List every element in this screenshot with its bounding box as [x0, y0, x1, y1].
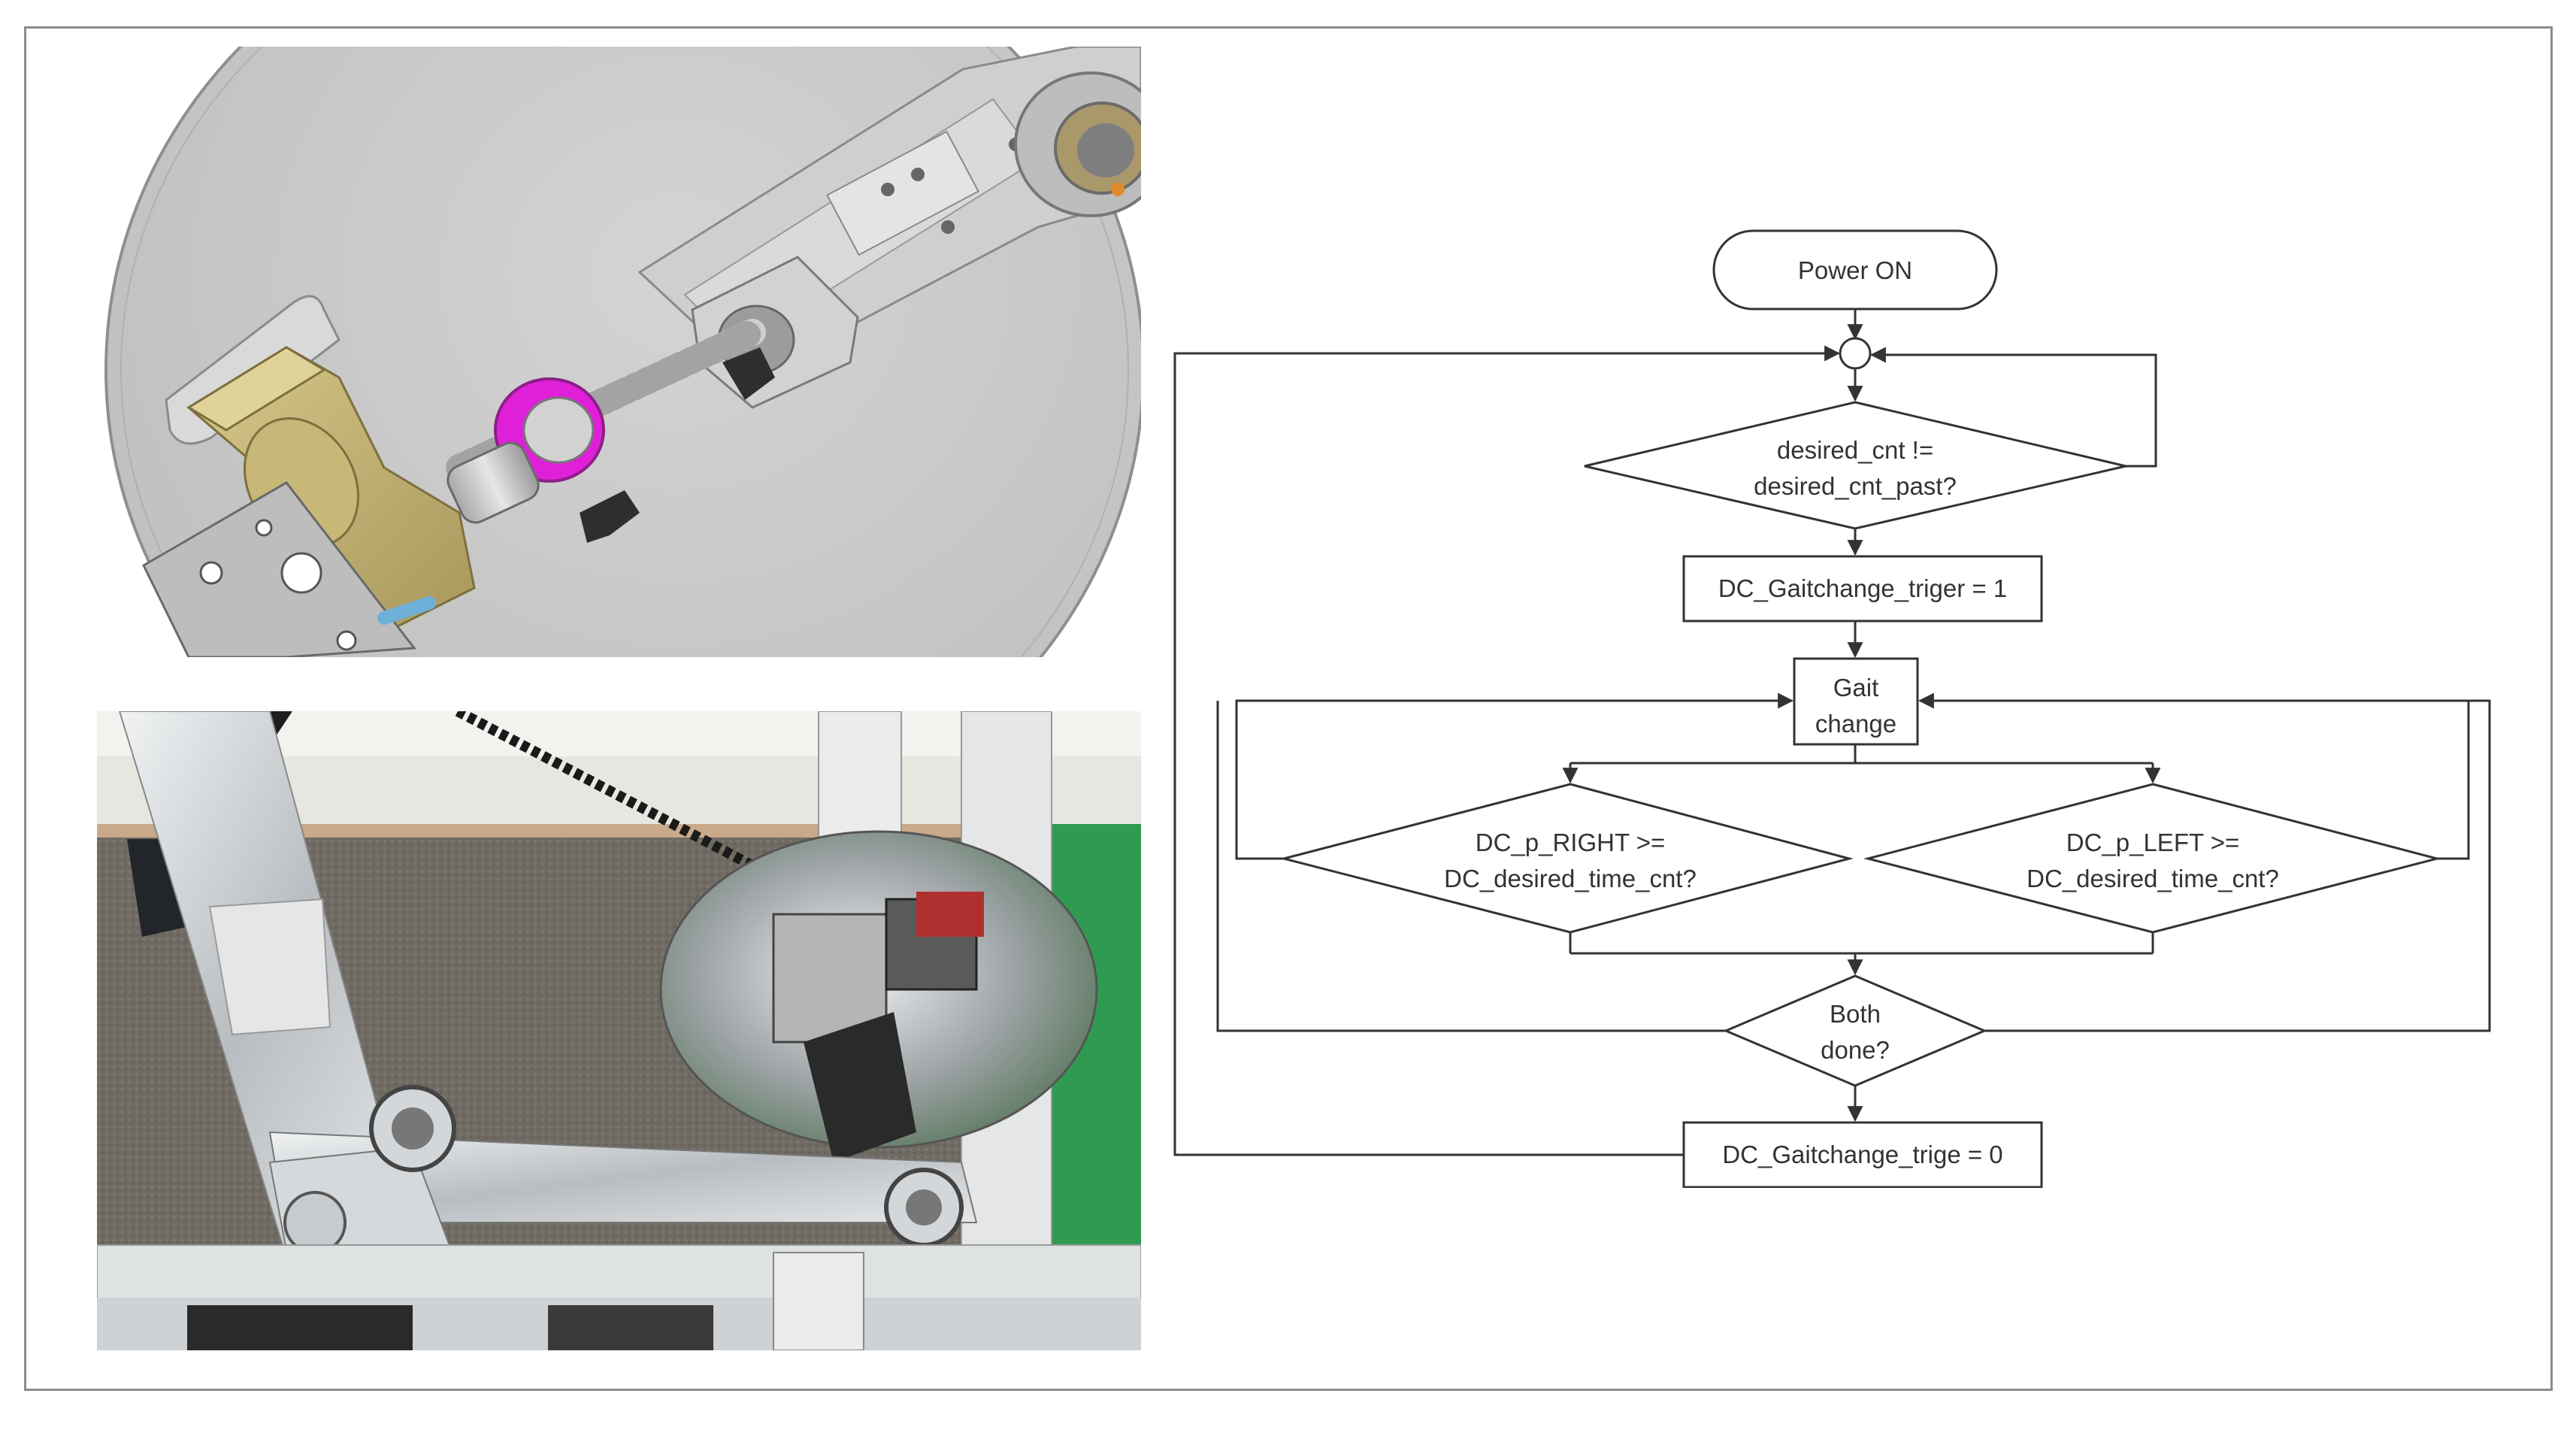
- node-gait-change: [1793, 657, 1919, 746]
- label-decision-left-line-2: DC_desired_time_cnt?: [2027, 865, 2279, 892]
- node-decision-1: [1584, 401, 2126, 530]
- label-gait-line-2: change: [1815, 710, 1896, 738]
- label-start: Power ON: [1798, 256, 1912, 284]
- flowchart: Power ON desired_cnt != desired_cnt_past…: [1173, 211, 2526, 1189]
- label-both-line-1: Both: [1830, 1000, 1881, 1028]
- junction: [1839, 337, 1872, 370]
- hardware-photo: [97, 711, 1141, 1350]
- cad-rendering-svg: [98, 47, 1141, 657]
- cad-motor: [186, 346, 476, 642]
- cad-motor-plate: [142, 481, 416, 657]
- label-process-1: DC_Gaitchange_triger = 1: [1718, 574, 2007, 602]
- cad-coupling: [446, 441, 540, 524]
- label-gait-line-1: Gait: [1833, 674, 1879, 701]
- label-process-end: DC_Gaitchange_trige = 0: [1722, 1141, 2002, 1168]
- node-decision-right: [1279, 783, 1854, 934]
- label-decision-1-line-1: desired_cnt !=: [1777, 436, 1933, 464]
- node-process-1: [1682, 555, 2043, 623]
- flowchart-svg: Power ON desired_cnt != desired_cnt_past…: [1173, 229, 2491, 1189]
- hardware-photo-svg: [97, 711, 1141, 1350]
- label-decision-right-line-2: DC_desired_time_cnt?: [1444, 865, 1697, 892]
- node-decision-left: [1863, 783, 2441, 934]
- node-decision-both: [1723, 974, 1987, 1087]
- label-decision-left-line-1: DC_p_LEFT >=: [2066, 829, 2240, 856]
- label-decision-right-line-1: DC_p_RIGHT >=: [1476, 829, 1666, 856]
- label-both-line-2: done?: [1821, 1036, 1890, 1064]
- label-decision-1-line-2: desired_cnt_past?: [1754, 472, 1957, 500]
- cad-rendering: [98, 47, 1141, 657]
